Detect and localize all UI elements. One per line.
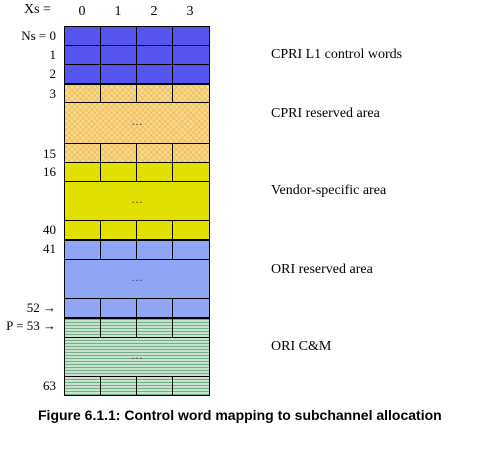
row-label-63: 63 (43, 378, 56, 393)
row-label-40: 40 (43, 222, 56, 237)
column-header-1: 1 (114, 4, 122, 19)
label-ori-reserved: ORI reserved area (271, 262, 373, 277)
row-label-3: 3 (49, 86, 57, 101)
label-ori-cm: ORI C&M (271, 339, 332, 354)
ori-reserved-ellipsis: … (131, 270, 143, 284)
column-header-2: 2 (150, 4, 158, 19)
ori-cm-block: … (64, 318, 210, 396)
cpri-reserved-ellipsis: … (131, 114, 143, 128)
cpri-l1-block (64, 26, 210, 84)
xs-label: Xs = (24, 2, 51, 17)
label-cpri-l1: CPRI L1 control words (271, 47, 403, 62)
ori-cm-ellipsis: … (131, 348, 143, 362)
label-cpri-reserved: CPRI reserved area (271, 106, 380, 121)
cpri-reserved-block: … (64, 84, 210, 164)
row-label-ns0: Ns = 0 (21, 28, 56, 43)
column-header-3: 3 (186, 4, 194, 19)
vendor-specific-block: … (64, 162, 210, 240)
row-label-2: 2 (49, 66, 57, 81)
row-label-41: 41 (43, 241, 56, 256)
row-label-53: P = 53 → (6, 318, 56, 333)
row-label-15: 15 (43, 146, 56, 161)
label-vendor: Vendor-specific area (271, 183, 387, 198)
vendor-ellipsis: … (131, 192, 143, 206)
column-header-0: 0 (78, 4, 86, 19)
row-label-1: 1 (49, 47, 57, 62)
row-label-16: 16 (43, 164, 56, 179)
figure-caption: Figure 6.1.1: Control word mapping to su… (38, 407, 442, 423)
ori-reserved-block: … (64, 240, 210, 318)
row-label-52: 52 → (26, 300, 56, 315)
